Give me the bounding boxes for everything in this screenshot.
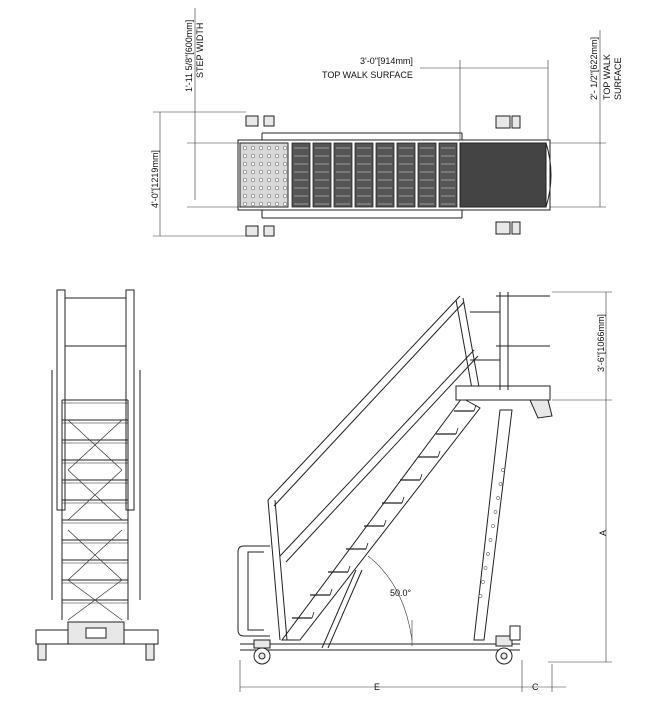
- dimension-c-label: C: [532, 682, 539, 692]
- overall-width-value: 4'-0"[1219mm]: [150, 150, 160, 208]
- top-walk-platform: [459, 142, 547, 208]
- top-view-dimensions: [153, 8, 606, 237]
- front-view: [35, 289, 159, 661]
- angle-label: 50.0°: [390, 588, 412, 598]
- caster-icon: [495, 115, 511, 129]
- leg-holes: [478, 468, 505, 598]
- side-top-platform: [455, 385, 551, 401]
- side-view-dimensions: [239, 291, 612, 692]
- stair-stringer: [281, 397, 481, 641]
- top-walk-width-value: 3'-0"[914mm]: [360, 56, 413, 66]
- perforated-plate: [239, 142, 289, 208]
- step-width-caption: STEP WIDTH: [195, 23, 205, 78]
- dimension-e-label: E: [374, 682, 380, 692]
- side-view: 50.0°: [237, 292, 553, 665]
- caster-icon: [245, 225, 259, 237]
- caster-icon: [37, 643, 47, 661]
- top-walk-depth-caption-2: SURFACE: [613, 57, 623, 100]
- side-view-steps: [292, 404, 477, 619]
- top-walk-depth-caption-1: TOP WALK: [602, 54, 612, 100]
- caster-icon: [495, 221, 511, 235]
- dimension-a-label: A: [598, 530, 608, 536]
- top-walk-depth-value: 2'- 1/2"[622mm]: [589, 37, 599, 100]
- grating-treads: [291, 142, 458, 208]
- top-view: [237, 115, 552, 237]
- caster-icon: [145, 643, 155, 661]
- top-walk-width-caption: TOP WALK SURFACE: [322, 70, 413, 80]
- top-view-frame: [237, 139, 551, 211]
- caster-icon: [245, 115, 259, 127]
- handrail-height-value: 3'-6"[1066mm]: [596, 314, 606, 372]
- front-view-treads: [62, 399, 128, 621]
- step-width-value: 1'-11 5/8"[600mm]: [184, 20, 194, 92]
- perforation-dots: [242, 145, 288, 207]
